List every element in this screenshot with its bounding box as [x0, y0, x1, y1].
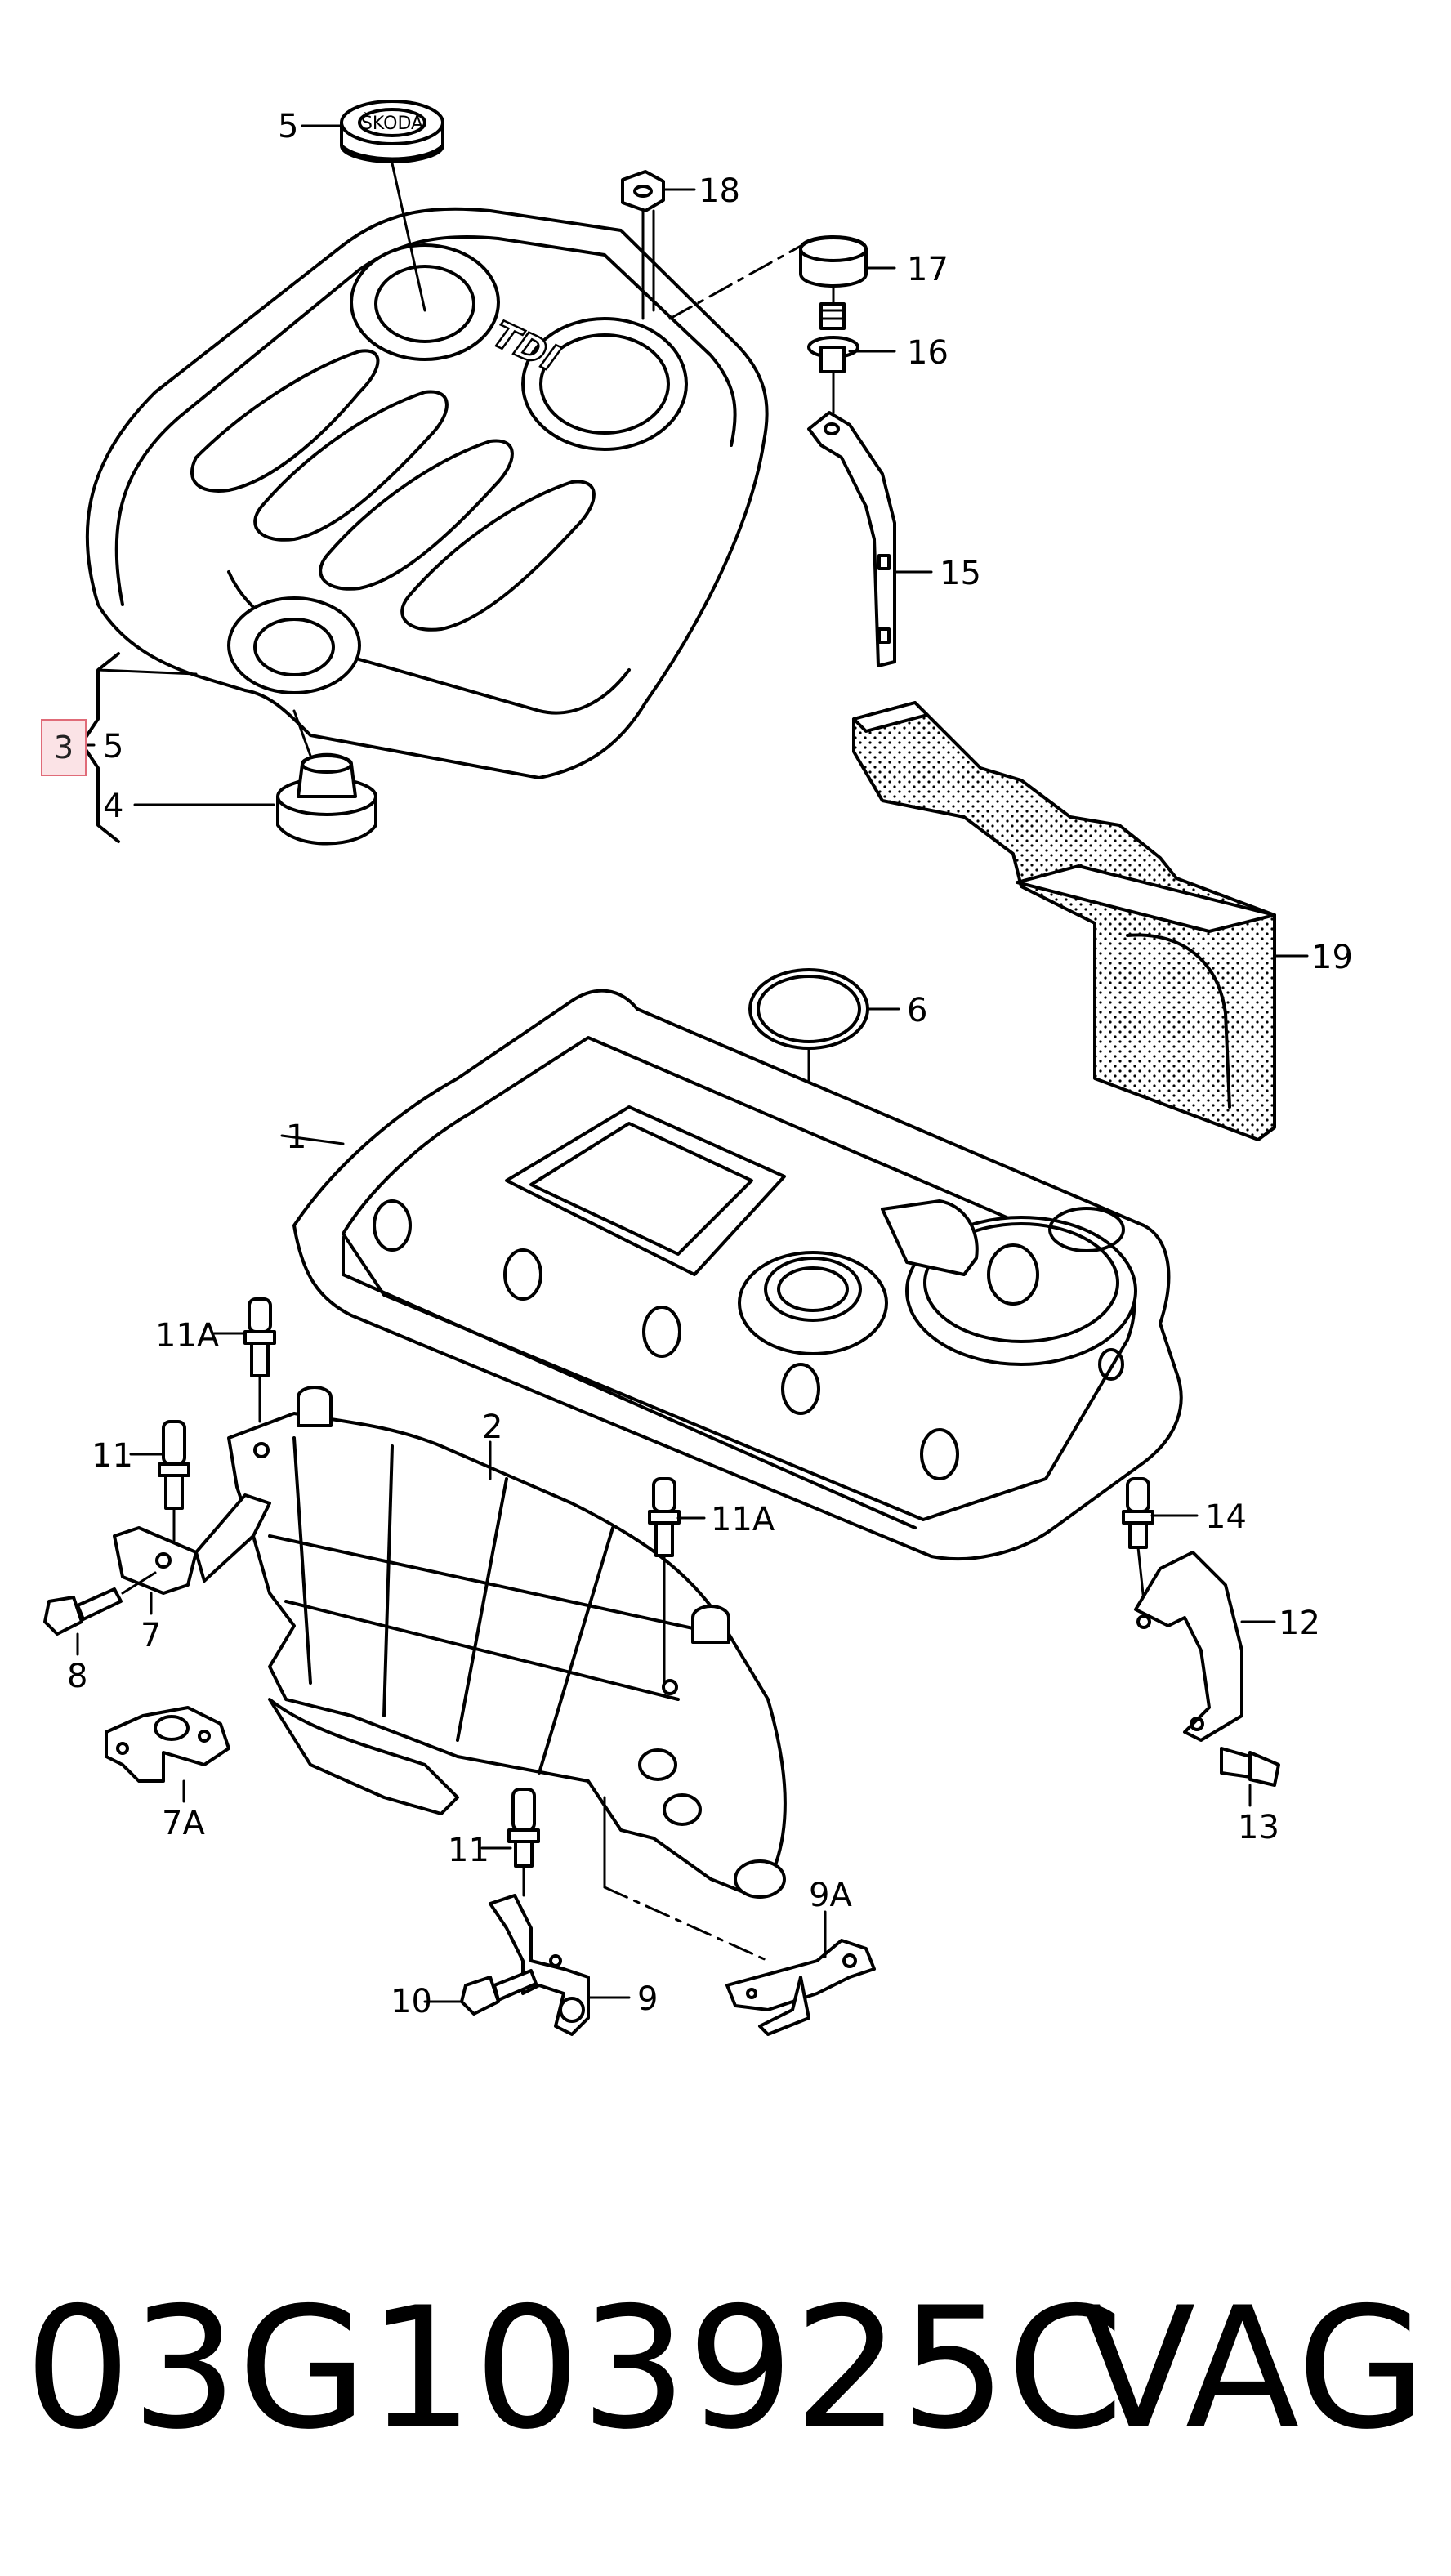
callout-1: 1	[286, 1118, 306, 1156]
stud-part-11-bottom	[507, 1788, 540, 1868]
callout-9: 9	[637, 1980, 658, 2018]
bracket-part-9a	[726, 1939, 876, 2036]
callout-7: 7	[141, 1617, 161, 1654]
callout-9a: 9A	[809, 1877, 852, 1914]
callout-19: 19	[1311, 939, 1353, 976]
nut-part-18	[621, 170, 665, 212]
grommet-part-4	[276, 752, 377, 846]
callout-11a-mid: 11A	[711, 1501, 775, 1538]
bracket-part-12	[1134, 1551, 1243, 1742]
valve-cover-part-1	[292, 989, 1183, 1561]
bolt-part-8	[43, 1587, 123, 1636]
callout-6: 6	[907, 992, 927, 1029]
bracket-part-7a	[105, 1706, 230, 1783]
engine-cover-part: TDI	[85, 207, 769, 779]
callout-7a: 7A	[162, 1805, 205, 1842]
callout-5-cap: 5	[278, 108, 298, 145]
callout-12: 12	[1279, 1605, 1320, 1642]
rubber-mount-part-17	[799, 235, 868, 288]
callout-8: 8	[67, 1658, 87, 1695]
callout-14: 14	[1205, 1498, 1247, 1536]
bolt-part-10	[460, 1969, 538, 2016]
callout-10: 10	[391, 1983, 432, 2020]
callout-16: 16	[907, 334, 949, 372]
stud-part-16	[807, 302, 859, 373]
part-number-footer: 03G103925C VAG	[25, 2263, 1426, 2476]
cap-part-5: ŠKODA	[340, 100, 444, 163]
callout-11-bottom: 11	[448, 1832, 489, 1869]
callout-4: 4	[103, 788, 123, 825]
bracket-part-9	[489, 1894, 590, 2036]
callout-3-highlight: 3	[41, 719, 87, 776]
stud-part-11-left	[158, 1420, 190, 1510]
insulation-part-19	[852, 701, 1276, 1141]
bolt-part-13	[1220, 1747, 1280, 1787]
bracket-part-7	[113, 1493, 271, 1595]
callout-2: 2	[482, 1409, 502, 1446]
stud-part-11a-mid	[648, 1477, 681, 1557]
cap-skoda-logo: ŠKODA	[361, 113, 423, 134]
callout-15: 15	[940, 555, 981, 592]
intake-manifold-part-2	[227, 1386, 787, 1899]
oring-part-6	[748, 968, 869, 1050]
callout-13: 13	[1238, 1809, 1279, 1846]
callout-11a-top: 11A	[155, 1317, 220, 1355]
part-number: 03G103925C	[25, 2272, 1124, 2467]
stud-part-14	[1122, 1477, 1154, 1549]
stud-part-11a-top	[243, 1297, 276, 1377]
brand-name: VAG	[1081, 2272, 1426, 2467]
exploded-parts-diagram: TDI ŠKODA	[43, 100, 1353, 2036]
callout-17: 17	[907, 251, 949, 288]
callout-11-left: 11	[92, 1437, 133, 1475]
bracket-part-15	[807, 411, 896, 667]
callout-18: 18	[699, 172, 740, 210]
callout-5-grommet: 5	[103, 728, 123, 766]
